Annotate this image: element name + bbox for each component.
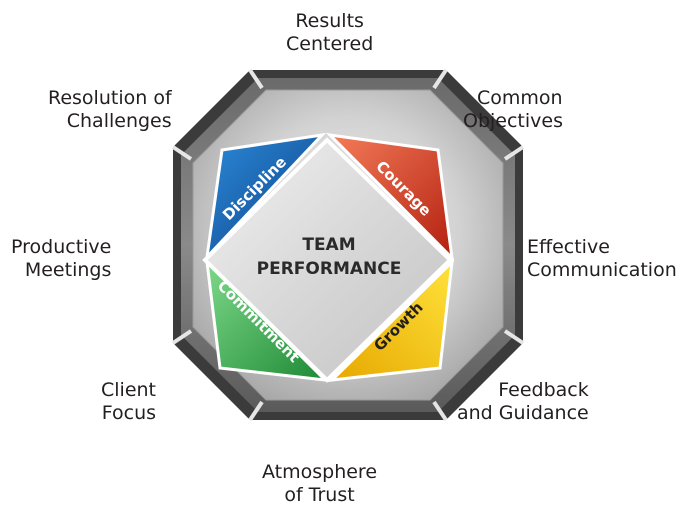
- label-line: Objectives: [463, 110, 563, 132]
- label-line: Centered: [286, 33, 374, 55]
- label-line: Resolution of: [48, 87, 172, 109]
- label-results-centered: Results Centered: [286, 10, 373, 56]
- center-diamond: [202, 137, 453, 383]
- label-line: Communication: [527, 259, 677, 281]
- label-line: Challenges: [66, 110, 172, 132]
- label-line: Productive: [11, 236, 112, 258]
- label-line: Atmosphere: [262, 461, 378, 483]
- label-line: of Trust: [284, 484, 355, 506]
- label-line: Client: [101, 379, 157, 401]
- label-line: Results: [295, 10, 364, 32]
- center-title-line2: PERFORMANCE: [257, 259, 402, 279]
- label-resolution-of-challenges: Resolution of Challenges: [48, 87, 172, 133]
- label-effective-communication: Effective Communication: [527, 236, 677, 282]
- label-common-objectives: Common Objectives: [463, 87, 563, 133]
- label-client-focus: Client Focus: [101, 379, 156, 425]
- pillar-discipline-shape: [204, 132, 327, 262]
- center-title-line1: TEAM: [302, 235, 355, 255]
- pillar-growth-shape: [327, 257, 454, 382]
- label-line: Feedback: [498, 379, 589, 401]
- label-line: Common: [477, 87, 563, 109]
- label-feedback-and-guidance: Feedback and Guidance: [457, 379, 589, 425]
- label-atmosphere-of-trust: Atmosphere of Trust: [262, 461, 377, 507]
- label-productive-meetings: Productive Meetings: [11, 236, 111, 282]
- label-line: and Guidance: [457, 402, 589, 424]
- pillar-courage-shape: [325, 132, 455, 263]
- label-line: Focus: [101, 402, 157, 424]
- label-line: Effective: [527, 236, 610, 258]
- label-line: Meetings: [24, 259, 112, 281]
- octagon-segment-gaps: [171, 68, 525, 422]
